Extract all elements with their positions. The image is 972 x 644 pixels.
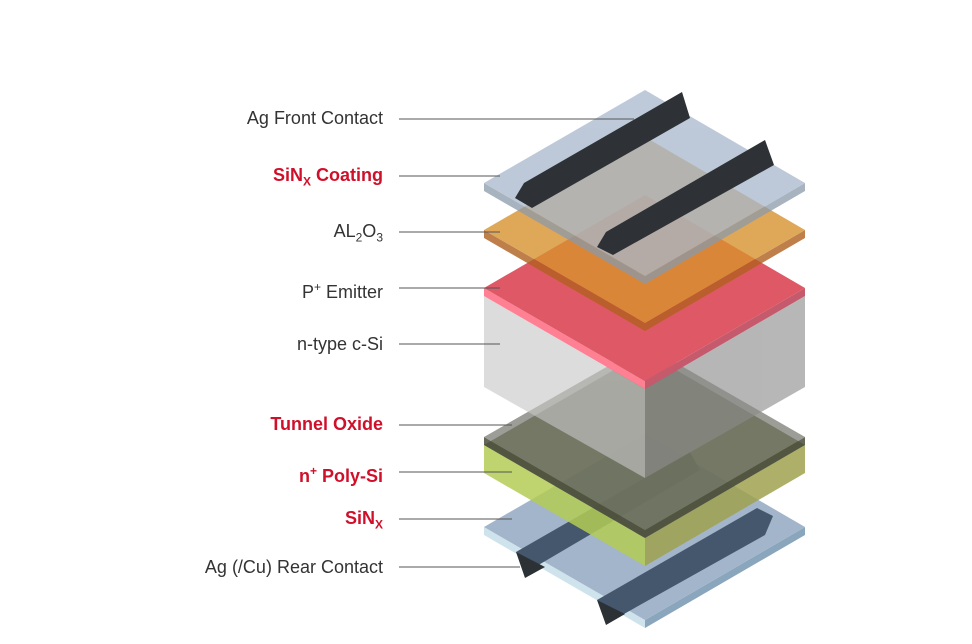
- label-ag-front-contact: Ag Front Contact: [246, 108, 383, 128]
- label-sinx-rear: SiNX: [344, 508, 383, 532]
- label-p-emitter: P+ Emitter: [301, 280, 383, 302]
- label-sinx-coating: SiNX Coating: [272, 165, 383, 189]
- label-al2o3: AL2O3: [333, 221, 383, 245]
- label-n-poly-si: n+ Poly-Si: [298, 464, 383, 486]
- front-contact-strip: [515, 92, 774, 255]
- leader-lines: [399, 118, 634, 568]
- label-ag-rear-contact: Ag (/Cu) Rear Contact: [204, 557, 383, 577]
- label-tunnel-oxide: Tunnel Oxide: [270, 414, 383, 434]
- label-n-type-csi: n-type c-Si: [296, 334, 383, 354]
- layer-n-type-csi: [484, 296, 805, 478]
- layer-sinx-coating: [484, 90, 805, 284]
